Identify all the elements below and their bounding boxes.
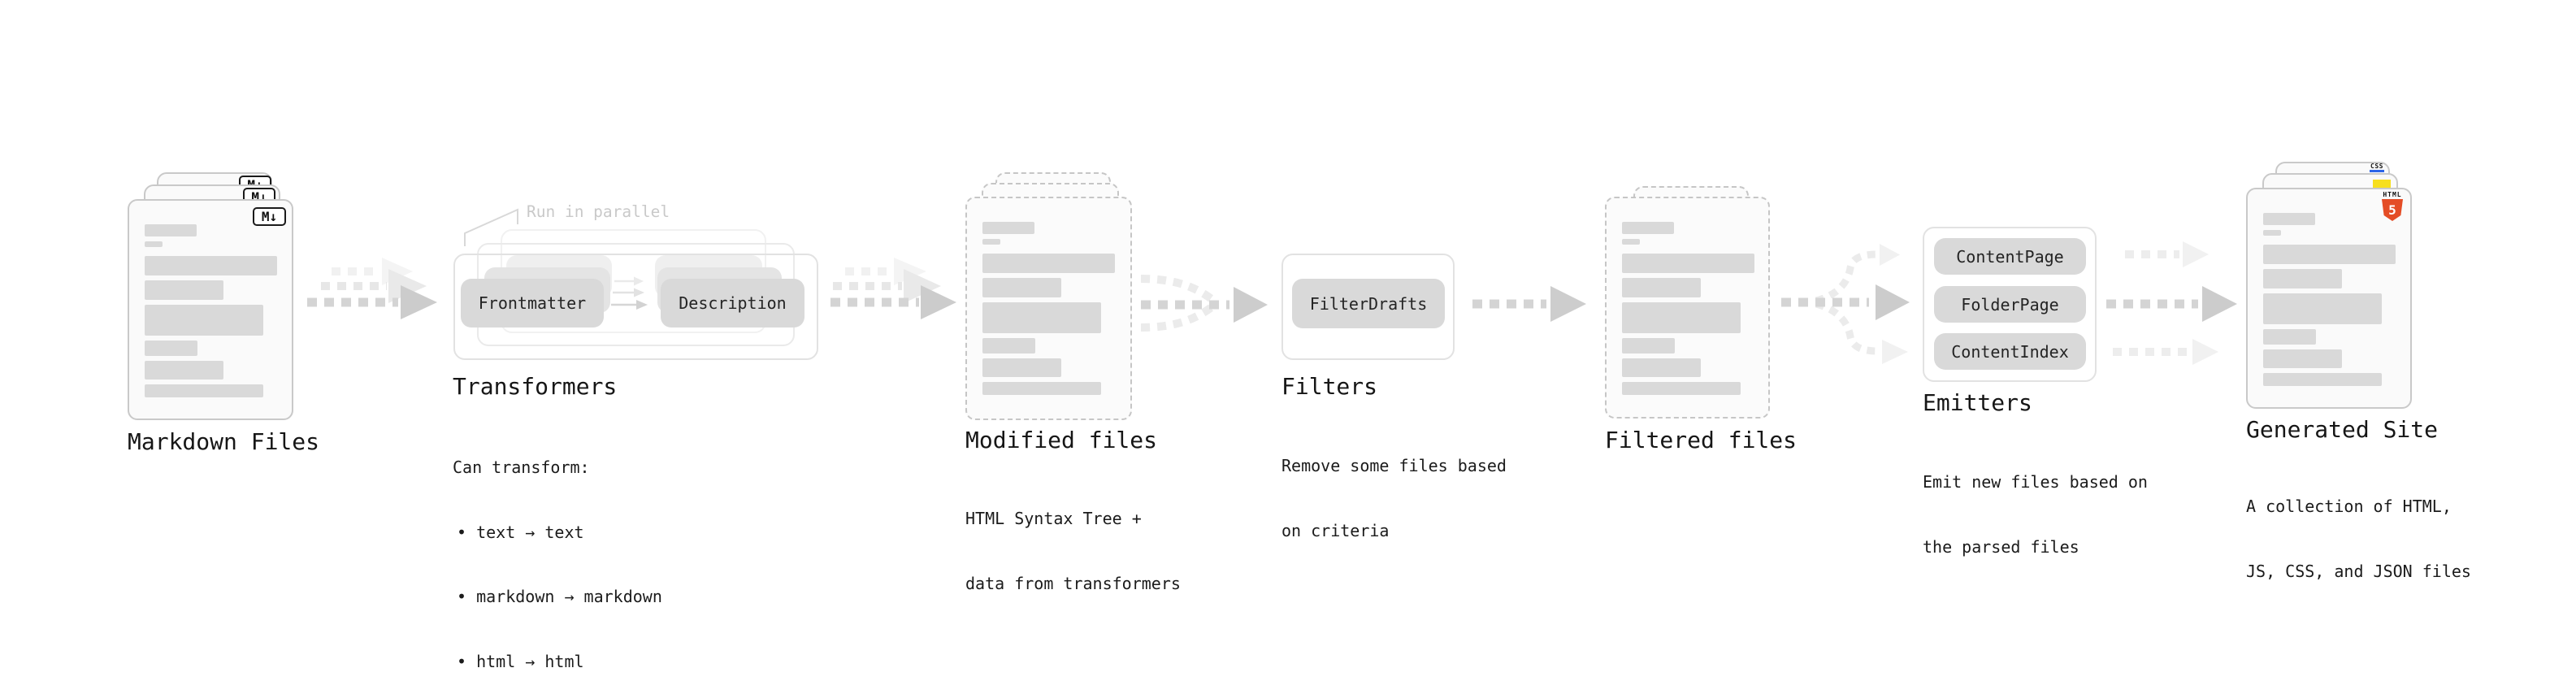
pill-description: Description [661, 279, 804, 327]
skeleton-bar [145, 241, 163, 247]
doc-skeleton [982, 222, 1115, 395]
html5-badge-label: HTML [2383, 191, 2402, 198]
skeleton-bar [1622, 278, 1701, 297]
pill-folderpage: FolderPage [1934, 286, 2086, 323]
skeleton-bar [2263, 293, 2382, 324]
skeleton-bar [1622, 222, 1674, 234]
transformers-desc: Can transform: • text → text • markdown … [453, 414, 662, 681]
transformers-title: Transformers [453, 373, 618, 400]
emitters-title: Emitters [1923, 389, 2032, 416]
skeleton-bar [2263, 230, 2281, 236]
desc-line: • text → text [457, 522, 584, 542]
css-badge-underline [2370, 170, 2384, 172]
skeleton-bar [2263, 349, 2342, 368]
skeleton-bar [982, 278, 1061, 297]
filters-title: Filters [1281, 373, 1378, 400]
markdown-file-card-front [128, 199, 293, 420]
arrows-emitters-to-generated [2106, 241, 2237, 365]
generated-site-title: Generated Site [2246, 416, 2439, 443]
desc-line: • markdown → markdown [457, 587, 662, 606]
modified-files-title: Modified files [965, 427, 1158, 453]
desc-line: Can transform: [453, 458, 590, 477]
desc-line: Remove some files based [1281, 456, 1507, 475]
pill-contentindex: ContentIndex [1934, 333, 2086, 370]
skeleton-bar [2263, 245, 2396, 264]
skeleton-bar [1622, 239, 1640, 245]
emitters-container [1923, 227, 2097, 382]
pill-contentpage: ContentPage [1934, 238, 2086, 275]
doc-skeleton [145, 224, 277, 397]
desc-line: the parsed files [1923, 536, 2079, 557]
skeleton-bar [145, 361, 223, 380]
arrow-transformers-to-modified [830, 258, 956, 319]
pill-filterdrafts: FilterDrafts [1292, 279, 1445, 328]
desc-line: data from transformers [965, 573, 1181, 593]
modified-files-desc: HTML Syntax Tree + data from transformer… [965, 465, 1181, 637]
transformer-layer-front [453, 254, 818, 360]
js-badge-icon [2373, 180, 2391, 188]
doc-skeleton [1622, 222, 1754, 395]
skeleton-bar [145, 384, 263, 397]
skeleton-bar [2263, 269, 2342, 288]
run-in-parallel-callout: Run in parallel [527, 202, 670, 221]
filters-desc: Remove some files based on criteria [1281, 412, 1507, 584]
doc-skeleton [2263, 213, 2396, 386]
skeleton-bar [982, 239, 1000, 245]
desc-line: Emit new files based on [1923, 472, 2148, 492]
css-badge-label: CSS [2370, 163, 2383, 170]
modified-file-card-front [965, 197, 1132, 420]
arrow-filters-to-filtered [1472, 286, 1586, 322]
skeleton-bar [1622, 254, 1754, 273]
skeleton-bar [2263, 373, 2382, 386]
skeleton-bar [145, 280, 223, 300]
skeleton-bar [145, 256, 277, 275]
skeleton-bar [145, 224, 197, 236]
css-badge-icon: CSS [2367, 163, 2387, 172]
pill-frontmatter: Frontmatter [461, 279, 604, 327]
arrow-filtered-to-emitters-fanout [1781, 244, 1910, 364]
filters-container [1281, 254, 1455, 360]
html5-shield: 5 [2382, 199, 2403, 221]
skeleton-bar [145, 340, 197, 356]
skeleton-bar [1622, 302, 1741, 333]
arrow-markdown-to-transformers [307, 258, 437, 319]
html5-numeral: 5 [2388, 202, 2396, 218]
skeleton-bar [145, 305, 263, 336]
filtered-files-title: Filtered files [1605, 427, 1798, 453]
skeleton-bar [1622, 338, 1675, 354]
skeleton-bar [982, 338, 1035, 354]
html5-badge-icon: HTML 5 [2380, 192, 2405, 221]
emitters-desc: Emit new files based on the parsed files [1923, 428, 2148, 601]
arrow-modified-to-filters-merge [1140, 275, 1268, 332]
skeleton-bar [982, 254, 1115, 273]
skeleton-bar [982, 382, 1101, 395]
skeleton-bar [1622, 382, 1741, 395]
skeleton-bar [2263, 213, 2315, 225]
filtered-file-card-front [1605, 197, 1770, 419]
skeleton-bar [2263, 329, 2316, 345]
skeleton-bar [982, 358, 1061, 377]
desc-line: A collection of HTML, [2246, 497, 2452, 516]
skeleton-bar [982, 222, 1034, 234]
skeleton-bar [1622, 358, 1701, 377]
markdown-badge-icon: M↓ [253, 207, 286, 226]
markdown-files-title: Markdown Files [128, 428, 320, 455]
desc-line: • html → html [457, 651, 584, 671]
generated-file-card-front [2246, 188, 2412, 409]
generated-site-desc: A collection of HTML, JS, CSS, and JSON … [2246, 453, 2471, 625]
desc-line: HTML Syntax Tree + [965, 509, 1142, 528]
desc-line: on criteria [1281, 520, 1390, 540]
desc-line: JS, CSS, and JSON files [2246, 561, 2471, 581]
skeleton-bar [982, 302, 1101, 333]
